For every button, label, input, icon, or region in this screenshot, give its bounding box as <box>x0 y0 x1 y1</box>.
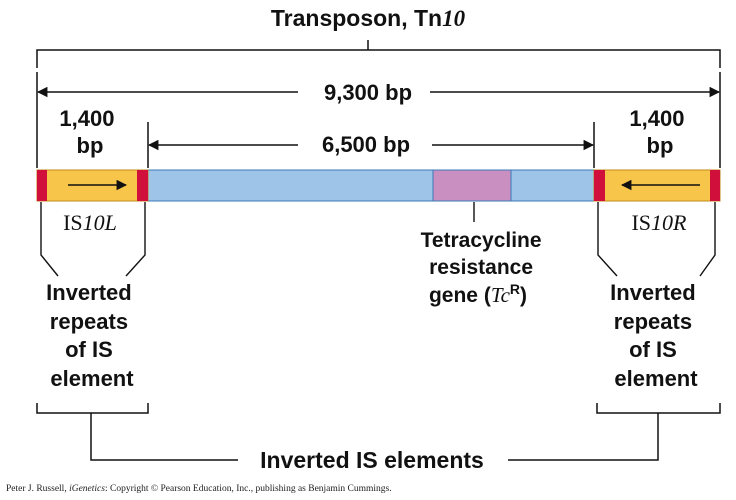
transposon-bracket <box>36 40 721 68</box>
left-outer-inverted-repeat <box>37 170 47 201</box>
right-outer-inverted-repeat <box>710 170 720 201</box>
inverted-is-elements-label: Inverted IS elements <box>260 447 484 473</box>
inverted-is-brackets <box>36 403 721 461</box>
left-repeats-label: Inverted repeats of IS element <box>46 280 138 391</box>
tetracycline-gene-label: Tetracycline resistance gene (TcR) <box>421 229 548 307</box>
length-central-label: 6,500 bp <box>322 132 410 157</box>
tetracycline-gene-segment <box>432 169 512 202</box>
left-is-length: 1,400 bp <box>59 106 120 158</box>
right-repeats-label: Inverted repeats of IS element <box>610 280 702 391</box>
left-is-name: IS10L <box>63 210 117 235</box>
copyright-credit: Peter J. Russell, iGenetics: Copyright ©… <box>6 483 392 494</box>
right-is-length: 1,400 bp <box>629 106 690 158</box>
length-total-label: 9,300 bp <box>324 80 412 105</box>
right-inner-inverted-repeat <box>594 170 605 201</box>
repeat-pointer-lines <box>40 202 716 277</box>
right-is-name: IS10R <box>631 210 687 235</box>
central-region <box>147 169 595 202</box>
transposon-bar <box>36 169 721 202</box>
title: Transposon, Tn10 <box>271 5 466 31</box>
left-inner-inverted-repeat <box>137 170 148 201</box>
